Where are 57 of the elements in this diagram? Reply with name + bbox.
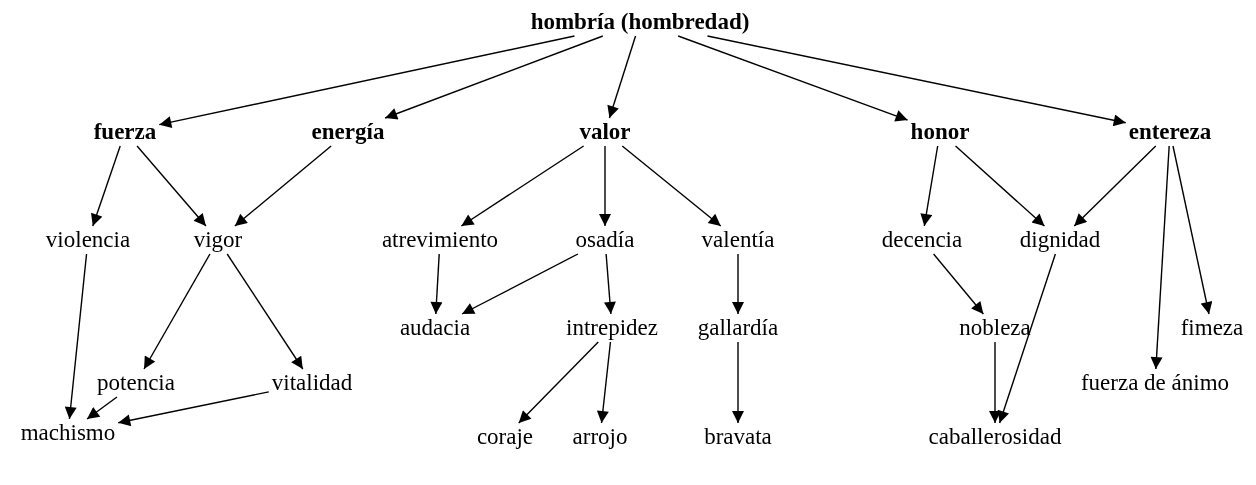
word-label: vitalidad (270, 370, 354, 396)
arrow (732, 253, 744, 315)
word-label: machismo (19, 420, 117, 446)
arrow (461, 253, 579, 315)
word-label: energía (310, 119, 386, 145)
word-label: entereza (1127, 119, 1213, 145)
word-label: honor (909, 119, 971, 145)
word-label: coraje (475, 424, 535, 450)
word-label: fuerza de ánimo (1079, 370, 1231, 396)
word-label: intrepidez (565, 315, 659, 341)
arrow (136, 145, 207, 227)
word-label: bravata (703, 424, 773, 450)
word-label: arrojo (571, 424, 629, 450)
word-label: atrevimiento (380, 227, 500, 253)
arrow (607, 35, 637, 119)
arrow (143, 253, 211, 370)
word-label: dignidad (1018, 227, 1102, 253)
word-label: audacia (398, 315, 472, 341)
word-label: decencia (880, 227, 964, 253)
arrow (234, 145, 332, 227)
arrow (117, 391, 270, 427)
arrow (158, 35, 576, 129)
word-label: nobleza (958, 315, 1032, 341)
arrow (920, 145, 939, 227)
arrow (460, 145, 585, 227)
arrow (603, 253, 616, 315)
word-label: fuerza (92, 119, 158, 145)
word-label: potencia (96, 370, 176, 396)
arrow (677, 35, 909, 122)
arrow (91, 145, 121, 227)
arrow (226, 253, 304, 370)
arrow (430, 253, 443, 315)
arrow (706, 35, 1127, 127)
arrow (932, 253, 985, 315)
word-label: valentía (700, 227, 776, 253)
word-label: gallardía (696, 315, 780, 341)
arrow (1150, 145, 1170, 370)
arrow (599, 145, 611, 227)
arrow (1172, 145, 1213, 315)
arrow (954, 145, 1046, 227)
arrow (989, 341, 1001, 424)
arrow (1073, 145, 1157, 227)
word-label: fimeza (1179, 315, 1245, 341)
word-label: violencia (44, 227, 132, 253)
word-label: osadía (574, 227, 636, 253)
word-label: caballerosidad (927, 424, 1063, 450)
arrow (64, 253, 88, 420)
arrow (384, 35, 604, 120)
word-label: valor (578, 119, 632, 145)
arrow (518, 341, 599, 424)
arrow (732, 341, 744, 424)
arrow (997, 253, 1057, 424)
arrow (596, 341, 612, 424)
word-label: hombría (hombredad) (529, 9, 751, 35)
word-label: vigor (192, 227, 244, 253)
arrow (86, 396, 118, 420)
arrow (621, 145, 722, 227)
